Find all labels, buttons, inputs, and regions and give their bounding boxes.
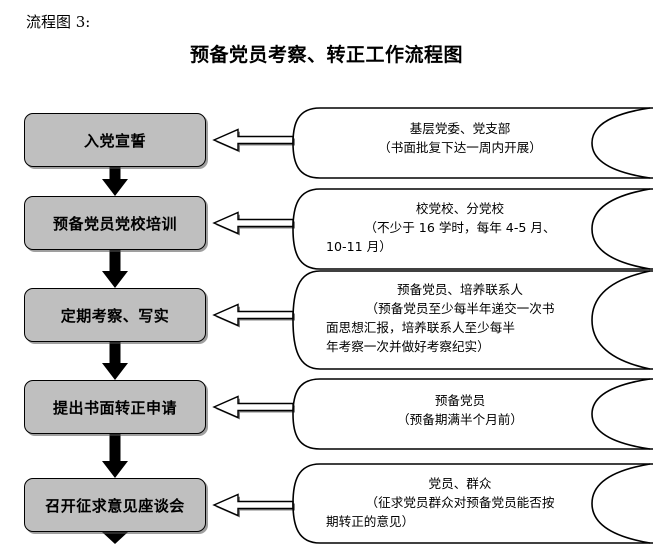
note-outer-outline-1 — [292, 107, 653, 179]
note-line: （预备党员至少每半年递交一次书 — [365, 301, 555, 316]
left-arrow-icon — [212, 303, 295, 328]
step-box-4[interactable]: 提出书面转正申请 — [24, 380, 206, 434]
page-title: 预备党员考察、转正工作流程图 — [189, 44, 463, 66]
note-capsule-5: 党员、群众 （征求党员群众对预备党员能否按期转正的意见） — [292, 463, 653, 544]
down-arrow-shape — [102, 342, 128, 380]
note-capsule-1: 基层党委、党支部 （书面批复下达一周内开展） — [292, 107, 653, 179]
left-arrow-shadow — [216, 496, 295, 518]
note-line: 面思想汇报，培养联系人至少每半 — [326, 320, 515, 335]
note-text-3: 预备党员、培养联系人 （预备党员至少每半年递交一次书面思想汇报，培养联系人至少每半… — [326, 280, 594, 356]
left-arrow-icon — [212, 211, 295, 236]
down-arrow-icon — [102, 434, 128, 478]
note-capsule-shape-4 — [292, 378, 653, 450]
note-line: 基层党委、党支部 — [409, 121, 511, 136]
note-inner-arc-5 — [591, 463, 651, 544]
left-arrow-shape — [212, 395, 294, 419]
note-line: 10-11 月） — [326, 239, 392, 254]
note-capsule-2: 校党校、分党校 （不少于 16 学时，每年 4-5 月、 10-11 月） — [292, 188, 653, 270]
note-line: 期转正的意见） — [326, 514, 415, 529]
note-capsule-shape-1 — [292, 107, 653, 179]
note-line: 校党校、分党校 — [415, 201, 505, 216]
down-arrow-icon — [102, 167, 128, 196]
down-arrow-shape — [102, 434, 128, 478]
note-line: 年考察一次并做好考察纪实） — [326, 339, 490, 354]
left-arrow-shape — [212, 128, 294, 152]
note-inner-arc-3 — [591, 270, 651, 370]
left-arrow-shadow — [216, 306, 295, 328]
note-inner-arc-1 — [591, 107, 651, 179]
note-outer-outline-2 — [292, 188, 653, 270]
note-capsule-3: 预备党员、培养联系人 （预备党员至少每半年递交一次书面思想汇报，培养联系人至少每半… — [292, 270, 653, 370]
step-label-5: 召开征求意见座谈会 — [45, 496, 185, 515]
note-outer-outline-3 — [292, 270, 653, 370]
left-arrow-shadow — [216, 214, 295, 236]
note-line: 党员、群众 — [428, 476, 492, 491]
step-box-1[interactable]: 入党宣誓 — [24, 113, 206, 167]
step-box-2[interactable]: 预备党员党校培训 — [24, 196, 206, 250]
down-arrow-shape — [102, 167, 128, 196]
left-arrow-shape — [212, 493, 294, 517]
note-outer-outline-5 — [292, 463, 653, 544]
note-line: （不少于 16 学时，每年 4-5 月、 — [364, 220, 556, 235]
down-arrow-icon — [102, 342, 128, 380]
step-label-4: 提出书面转正申请 — [52, 398, 177, 417]
left-arrow-shape — [212, 211, 294, 235]
note-text-4: 预备党员 （预备期满半个月前） — [326, 391, 594, 429]
note-capsule-shape-2 — [292, 188, 653, 270]
down-arrow-shape — [102, 532, 128, 544]
down-arrow-icon — [102, 250, 128, 288]
left-arrow-icon — [212, 128, 295, 153]
note-text-2: 校党校、分党校 （不少于 16 学时，每年 4-5 月、 10-11 月） — [326, 199, 594, 256]
step-label-3: 定期考察、写实 — [60, 306, 170, 325]
note-outer-outline-4 — [292, 378, 653, 450]
left-arrow-icon — [212, 493, 295, 518]
note-line: （征求党员群众对预备党员能否按 — [365, 495, 555, 510]
left-arrow-shadow — [216, 398, 295, 420]
note-capsule-4: 预备党员 （预备期满半个月前） — [292, 378, 653, 450]
note-text-5: 党员、群众 （征求党员群众对预备党员能否按期转正的意见） — [326, 474, 594, 531]
left-arrow-shadow — [216, 131, 295, 153]
step-label-2: 预备党员党校培训 — [52, 214, 177, 233]
note-text-1: 基层党委、党支部 （书面批复下达一周内开展） — [326, 119, 594, 157]
note-inner-arc-2 — [591, 188, 651, 270]
note-line: 预备党员、培养联系人 — [397, 282, 523, 297]
down-arrow-shape — [102, 250, 128, 288]
note-line: （预备期满半个月前） — [397, 412, 523, 427]
step-label-1: 入党宣誓 — [83, 131, 146, 150]
left-arrow-shape — [212, 303, 294, 327]
left-arrow-icon — [212, 395, 295, 420]
step-box-3[interactable]: 定期考察、写实 — [24, 288, 206, 342]
note-line: （书面批复下达一周内开展） — [378, 140, 542, 155]
step-box-5[interactable]: 召开征求意见座谈会 — [24, 478, 206, 532]
figure-label: 流程图 3: — [26, 13, 91, 31]
note-capsule-shape-5 — [292, 463, 653, 544]
note-capsule-shape-3 — [292, 270, 653, 370]
down-arrow-icon — [102, 532, 128, 544]
note-inner-arc-4 — [591, 378, 651, 450]
note-line: 预备党员 — [434, 393, 486, 408]
